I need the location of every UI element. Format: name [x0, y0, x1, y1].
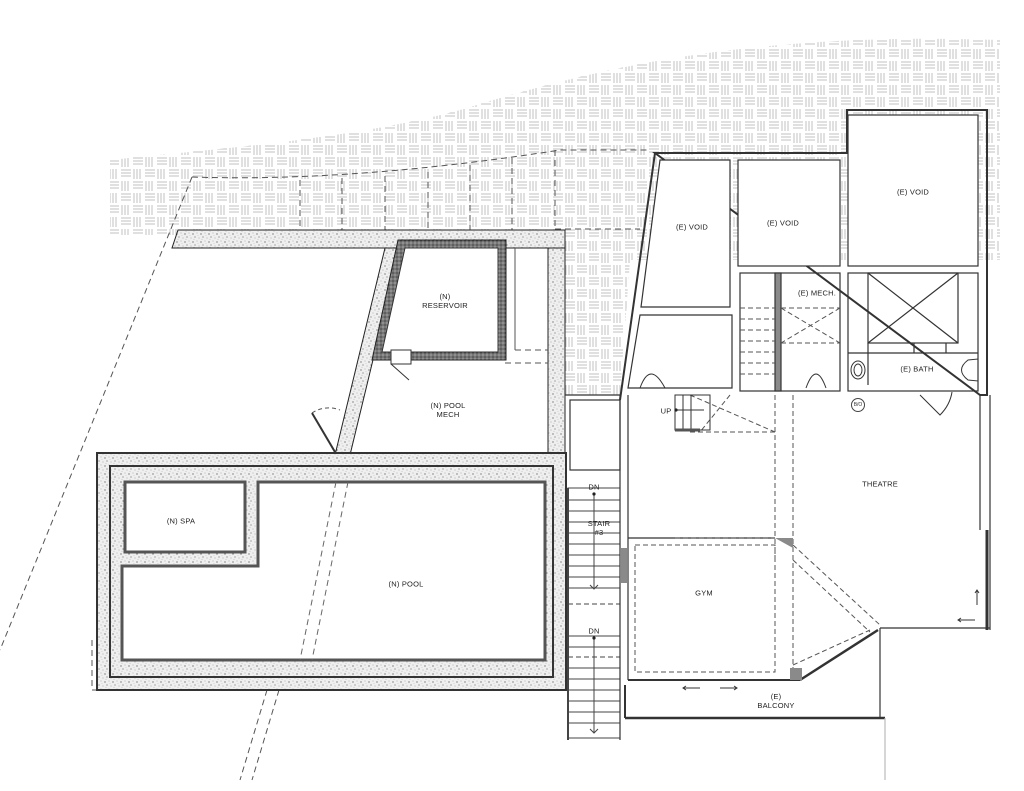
room-label-gym: GYM — [695, 588, 713, 598]
toilet-fixture — [961, 358, 979, 382]
void-2-box — [737, 159, 841, 267]
room-label-mech: (E) MECH. — [797, 288, 837, 298]
room-label-void-2: (E) VOID — [766, 218, 800, 228]
reservoir-inside — [381, 247, 499, 353]
room-label-bath: (E) BATH — [900, 364, 934, 374]
terrain-hatch — [110, 38, 1000, 396]
balcony-label-line2: BALCONY — [757, 701, 795, 710]
circle-tag: B/O — [851, 398, 865, 412]
stair-dn-label-2: DN — [588, 626, 600, 636]
sink-fixture — [850, 360, 866, 380]
stair-label-line2: #3 — [594, 528, 604, 537]
room-label-theatre: THEATRE — [862, 479, 898, 489]
room-label-void-1: (E) VOID — [675, 222, 709, 232]
balcony-label-line1: (E) — [770, 692, 782, 701]
room-label-reservoir: (N) RESERVOIR — [422, 292, 468, 310]
pool-mech-label-line1: (N) POOL — [430, 401, 466, 410]
stair-label-line1: STAIR — [587, 519, 611, 528]
spa-basin — [123, 480, 247, 554]
void-3-box — [847, 114, 979, 267]
room-label-spa: (N) SPA — [166, 516, 196, 526]
pool-mech-label-line2: MECH — [436, 410, 460, 419]
room-label-balcony: (E) BALCONY — [757, 692, 794, 710]
room-label-pool-mech: (N) POOL MECH — [431, 401, 466, 419]
stair-dn-label-1: DN — [588, 482, 600, 492]
stair-up-label: UP — [660, 406, 672, 416]
room-label-pool: (N) POOL — [388, 579, 424, 589]
room-label-void-3: (E) VOID — [896, 187, 930, 197]
pool-mech-wall-right — [547, 247, 566, 456]
reservoir-label-line2: RESERVOIR — [422, 301, 468, 310]
stair-label: STAIR #3 — [588, 519, 611, 537]
void-1-box — [640, 159, 731, 308]
reservoir-label-line1: (N) — [439, 292, 451, 301]
pool-basin — [120, 480, 547, 662]
